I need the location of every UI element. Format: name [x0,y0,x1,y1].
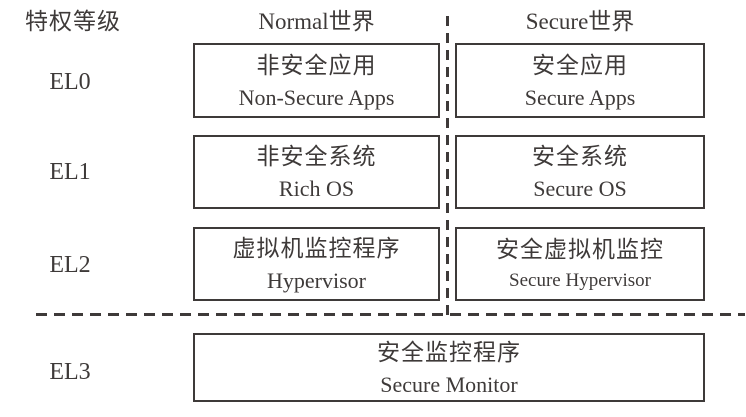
el0-secure-title-en: Secure Apps [524,84,636,110]
el2-normal-world-box: 虚拟机监控程序 Hypervisor [193,227,440,301]
el0-secure-world-box: 安全应用 Secure Apps [455,43,705,118]
el2-secure-world-box: 安全虚拟机监控 Secure Hypervisor [455,227,705,301]
el0-normal-title-en: Non-Secure Apps [238,84,395,110]
el2-label: EL2 [49,252,91,278]
el1-secure-title-zh: 安全系统 [532,144,628,169]
el1-normal-title-zh: 非安全系统 [256,144,377,169]
el0-normal-world-box: 非安全应用 Non-Secure Apps [193,43,440,118]
el1-normal-title-en: Rich OS [278,176,355,201]
secure-world-header: Secure世界 [525,9,635,34]
el0-secure-title-zh: 安全应用 [532,52,628,78]
el2-secure-title-zh: 安全虚拟机监控 [496,237,664,262]
el0-label: EL0 [49,69,91,95]
el1-normal-world-box: 非安全系统 Rich OS [193,135,440,209]
el3-secure-monitor-box: 安全监控程序 Secure Monitor [193,333,705,402]
el2-normal-title-en: Hypervisor [267,268,366,293]
el1-secure-title-en: Secure OS [533,176,627,201]
el1-label: EL1 [49,159,91,185]
privilege-level-header: 特权等级 [25,9,121,34]
el3-monitor-title-zh: 安全监控程序 [377,339,521,365]
el2-normal-title-zh: 虚拟机监控程序 [232,236,401,261]
el1-secure-world-box: 安全系统 Secure OS [455,135,705,209]
el3-monitor-title-en: Secure Monitor [380,371,518,397]
normal-world-header: Normal世界 [258,9,375,34]
world-divider-dashed-line [446,16,449,318]
el3-separator-dashed-line [36,313,745,316]
el2-secure-title-en: Secure Hypervisor [509,270,651,291]
el3-label: EL3 [49,359,91,385]
el0-normal-title-zh: 非安全应用 [256,52,377,78]
